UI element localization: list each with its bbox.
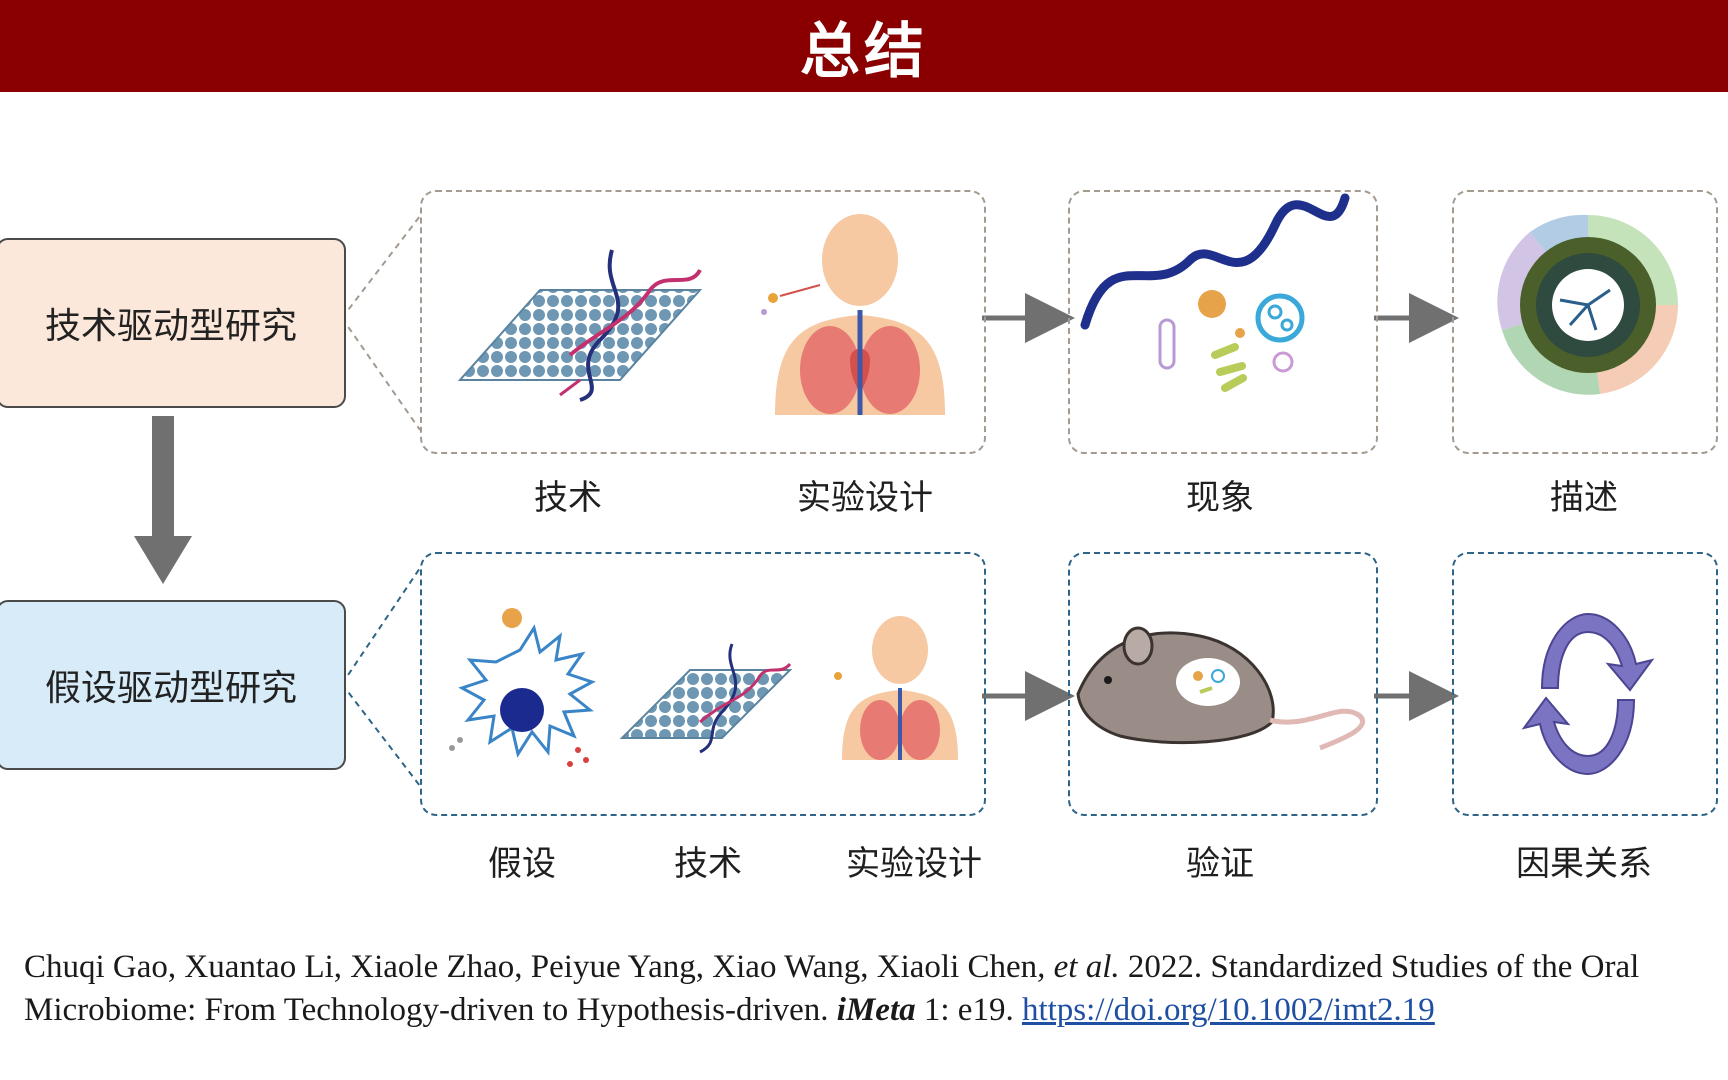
small-chip-illustration [619, 643, 793, 754]
hypothesis-driven-box: 假设驱动型研究 [0, 600, 346, 770]
microbes-illustration [1080, 193, 1350, 392]
phylogenetic-tree-illustration [1497, 214, 1678, 395]
tech-driven-label: 技术驱动型研究 [44, 306, 297, 347]
citation-journal: iMeta [836, 992, 916, 1028]
label-causality: 因果关系 [1516, 844, 1652, 884]
panel-phenomenon [1068, 190, 1378, 454]
citation: Chuqi Gao, Xuantao Li, Xiaole Zhao, Peiy… [24, 946, 1714, 1032]
human-torso-illustration [761, 214, 945, 415]
tech-driven-box: 技术驱动型研究 [0, 238, 346, 408]
sequencing-chip-illustration [457, 249, 703, 402]
citation-title: 2022. Standardized Studies of the Oral M… [24, 949, 1640, 1028]
label-phenomenon: 现象 [1186, 478, 1254, 518]
panel-tech-design [420, 190, 986, 454]
label-description: 描述 [1550, 478, 1618, 518]
panel-causality [1452, 552, 1718, 816]
panel-hyp-tech-design [420, 552, 986, 816]
citation-volume: 1: e19. [915, 992, 1022, 1028]
label-bottom-tech: 技术 [674, 844, 742, 884]
causality-cycle-illustration [1521, 612, 1655, 776]
panel-validation [1068, 552, 1378, 816]
small-human-illustration [834, 616, 958, 760]
hypothesis-driven-label: 假设驱动型研究 [44, 668, 297, 709]
mouse-illustration [1076, 626, 1365, 751]
doi-link[interactable]: https://doi.org/10.1002/imt2.19 [1021, 992, 1435, 1028]
label-hypothesis: 假设 [488, 844, 556, 884]
down-arrow [134, 416, 192, 584]
connector-top [341, 215, 421, 431]
immune-cell-illustration [449, 608, 596, 767]
label-top-tech: 技术 [534, 478, 602, 518]
citation-authors: Chuqi Gao, Xuantao Li, Xiaole Zhao, Peiy… [24, 949, 1038, 985]
connector-bottom [341, 567, 421, 787]
label-top-design: 实验设计 [797, 478, 933, 518]
header-bar: 总结 [0, 0, 1728, 92]
label-bottom-design: 实验设计 [846, 844, 982, 884]
panel-description [1452, 190, 1718, 454]
page-title: 总结 [800, 16, 928, 87]
label-validation: 验证 [1186, 844, 1254, 884]
flow-arrows [982, 293, 1459, 721]
citation-etal: , et al. [1037, 949, 1120, 985]
